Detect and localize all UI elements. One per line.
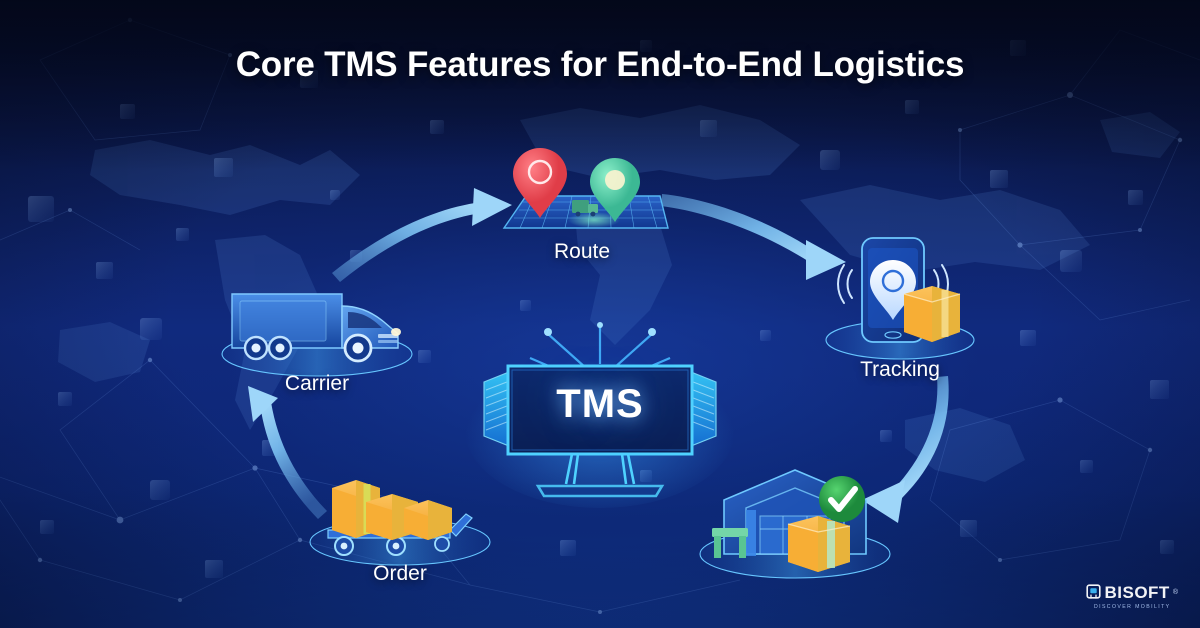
node-label-carrier: Carrier: [284, 372, 350, 395]
node-tracking[interactable]: Tracking: [800, 232, 1000, 392]
smartphone-location-icon: [825, 237, 975, 360]
logo-registered-mark: ®: [1172, 589, 1178, 596]
logo-tagline: DISCOVER MOBILITY: [1093, 604, 1171, 610]
map-pins-icon: [502, 148, 669, 229]
logo-wordmark: BISOFT: [1104, 583, 1170, 602]
package-boxes: [332, 480, 452, 540]
mobisoft-logo[interactable]: BISOFT ® DISCOVER MOBILITY: [1086, 584, 1178, 610]
node-route[interactable]: Route: [482, 140, 682, 270]
node-label-route: Route: [553, 240, 611, 263]
package-box: [787, 516, 851, 572]
package-box: [903, 286, 961, 342]
node-order[interactable]: Order: [300, 466, 500, 596]
page-title: Core TMS Features for End-to-End Logisti…: [235, 45, 965, 84]
tms-screen-label: TMS: [556, 382, 644, 426]
node-label-order: Order: [373, 562, 427, 585]
node-label-tracking: Tracking: [860, 358, 940, 381]
cart-boxes-icon: [309, 480, 491, 566]
delivery-truck-icon: [221, 293, 413, 377]
tms-monitor[interactable]: TMS: [465, 320, 735, 508]
mobisoft-mark-icon: [1086, 584, 1102, 599]
node-carrier[interactable]: Carrier: [212, 272, 422, 402]
check-badge: [819, 476, 865, 522]
